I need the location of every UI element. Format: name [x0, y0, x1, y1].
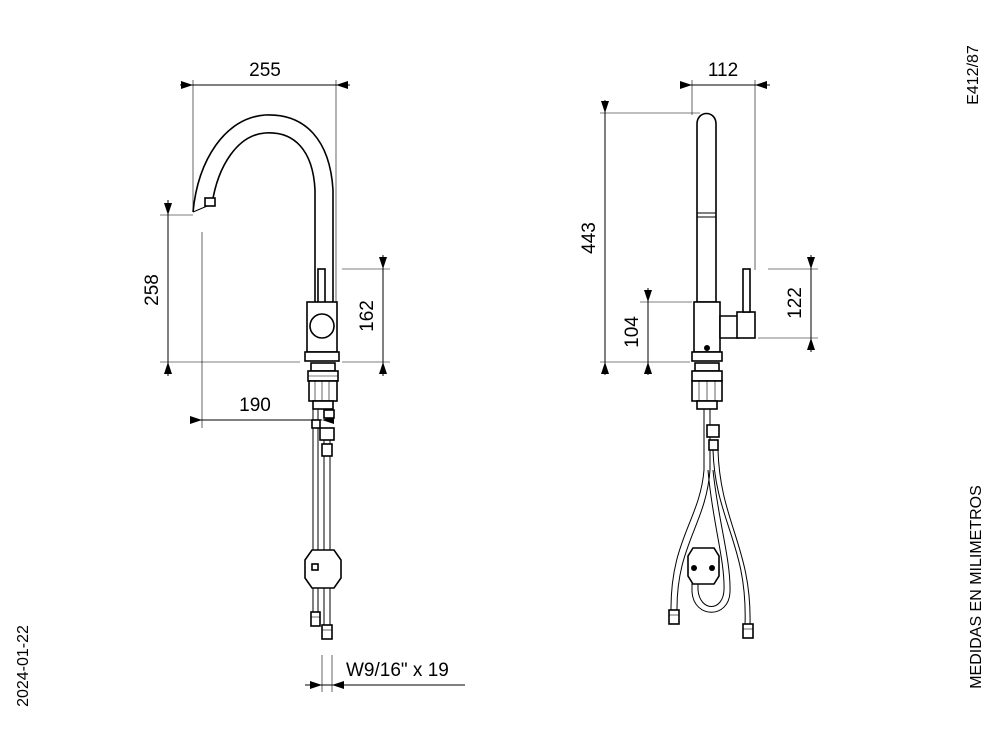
dim-handle-height: 162	[342, 255, 390, 376]
front-tap-body	[304, 301, 340, 362]
dim-body-height: 104	[622, 288, 692, 375]
spout-height-label: 258	[142, 274, 163, 306]
total-height-label: 443	[579, 222, 600, 254]
front-spout	[192, 114, 334, 302]
side-spout	[696, 112, 717, 303]
side-view: 112 443 104 122	[579, 60, 818, 639]
front-hoses	[311, 409, 335, 625]
body-height-label: 104	[622, 316, 643, 348]
drawing-code: E412/87	[965, 45, 982, 105]
dim-connection: W9/16" x 19	[305, 655, 465, 692]
depth-label: 112	[708, 60, 738, 81]
dim-spout-height: 258	[142, 200, 300, 376]
reach-label: 190	[239, 395, 271, 416]
side-base-nut	[691, 362, 723, 410]
dim-lever-height: 122	[758, 255, 818, 352]
side-connectors	[668, 609, 754, 639]
dim-depth: 112	[680, 60, 770, 270]
front-base-nut	[307, 362, 339, 410]
dim-width-overall: 255	[180, 60, 350, 360]
units-note: MEDIDAS EN MILIMETROS	[968, 485, 985, 689]
front-view: 255 258 162 190	[142, 60, 465, 692]
dim-reach: 190	[190, 232, 334, 428]
side-hoses	[670, 409, 751, 626]
side-tap-body	[691, 268, 756, 362]
width-overall-label: 255	[249, 60, 281, 81]
connection-label: W9/16" x 19	[346, 660, 449, 681]
side-weight	[687, 547, 720, 585]
handle-height-label: 162	[357, 300, 378, 332]
front-connectors	[310, 611, 333, 640]
front-weight	[304, 549, 342, 589]
lever-height-label: 122	[785, 287, 806, 319]
dim-total-height: 443	[579, 100, 700, 375]
drawing-date: 2024-01-22	[15, 625, 32, 707]
